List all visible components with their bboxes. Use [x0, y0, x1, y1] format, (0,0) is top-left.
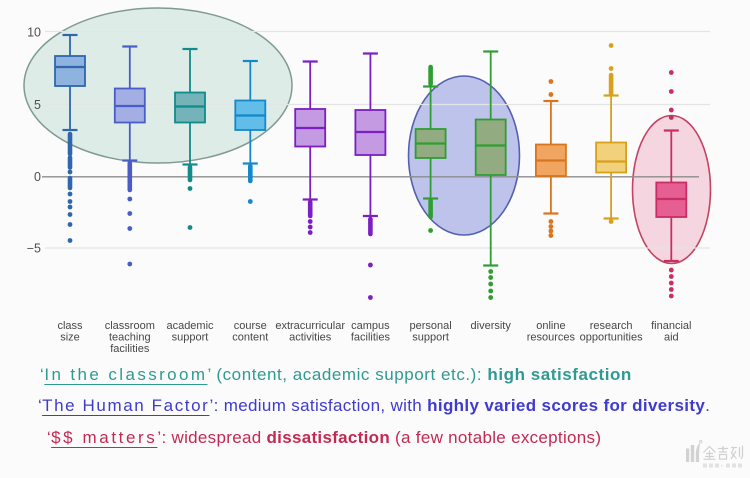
svg-text:size: size [60, 332, 80, 344]
svg-text:class: class [57, 320, 83, 332]
svg-text:course: course [234, 320, 267, 332]
svg-text:research: research [590, 320, 633, 332]
svg-text:10: 10 [27, 26, 41, 40]
svg-text:extracurricular: extracurricular [275, 320, 345, 332]
svg-text:aid: aid [664, 332, 679, 344]
svg-text:diversity: diversity [471, 320, 512, 332]
svg-text:resources: resources [527, 332, 576, 344]
svg-text:facilities: facilities [351, 332, 391, 344]
svg-text:activities: activities [289, 332, 332, 344]
svg-text:facilities: facilities [110, 343, 150, 355]
svg-text:online: online [536, 320, 565, 332]
svg-text:support: support [412, 332, 449, 344]
svg-text:academic: academic [166, 320, 214, 332]
svg-text:support: support [172, 332, 209, 344]
svg-text:campus: campus [351, 320, 390, 332]
svg-text:opportunities: opportunities [580, 332, 643, 344]
svg-text:content: content [232, 332, 268, 344]
svg-text:5: 5 [34, 98, 41, 112]
svg-text:teaching: teaching [109, 332, 151, 344]
svg-text:personal: personal [409, 320, 451, 332]
svg-text:−5: −5 [27, 242, 41, 256]
svg-text:0: 0 [34, 170, 41, 184]
svg-text:classroom: classroom [105, 320, 155, 332]
svg-text:financial: financial [651, 320, 691, 332]
